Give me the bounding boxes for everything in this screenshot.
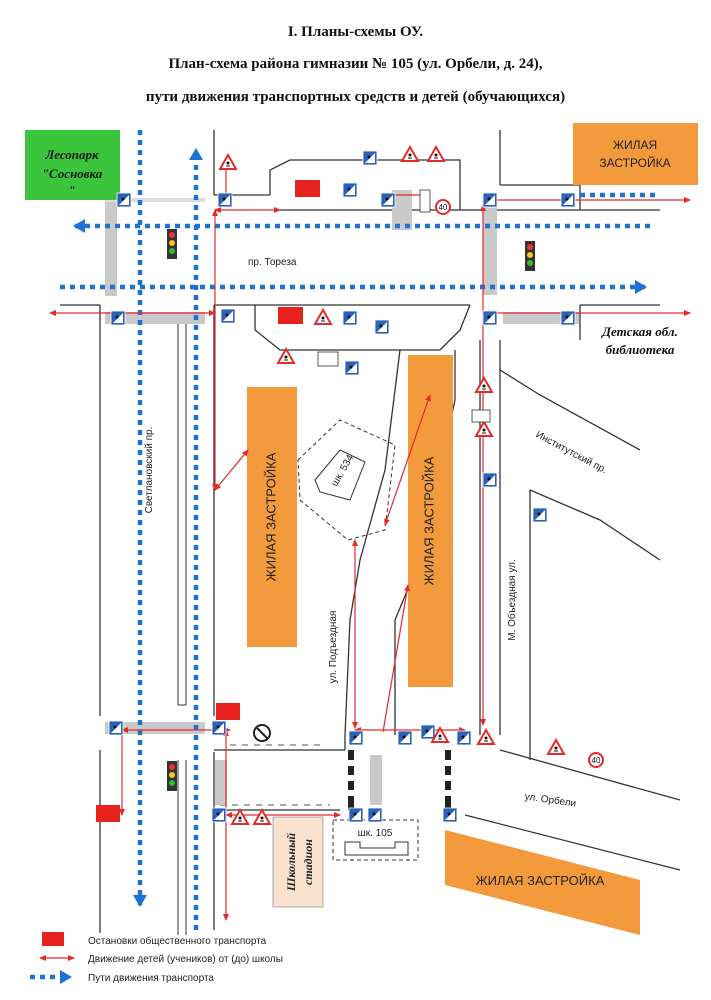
bus-stop-toreza-south (278, 307, 303, 324)
speed-limit-sign-2: 40 (588, 752, 604, 768)
crosswalk-sign-icon (342, 310, 358, 326)
traffic-light-2 (525, 241, 535, 271)
crosswalk-sign-icon (380, 192, 396, 208)
crosswalk-sign-icon (362, 150, 378, 166)
housing-middle-label: ЖИЛАЯ ЗАСТРОЙКА (421, 456, 436, 585)
traffic-light-3 (167, 761, 177, 791)
crosswalk-sign-icon (420, 724, 436, 740)
transport-routes (60, 130, 655, 930)
park-sosnovka (25, 130, 120, 200)
crosswalk-sign-icon (220, 308, 236, 324)
school-105-label: шк. 105 (358, 828, 393, 839)
no-parking-sign (253, 724, 271, 742)
park-label-3: " (68, 183, 75, 198)
street-svetlanovsky: Светлановский пр. (144, 427, 155, 514)
legend: Остановки общественного транспорта Движе… (30, 932, 283, 984)
housing-top-right-label-1: ЖИЛАЯ (613, 138, 657, 152)
park-label-1: Лесопарк (44, 147, 99, 162)
children-routes (49, 160, 691, 921)
crosswalk-sign-icon (211, 720, 227, 736)
street-institutsky: Институтский пр. (534, 429, 609, 476)
crosswalk-sign-icon (217, 192, 233, 208)
bus-stop-svetlanovsky-west (96, 805, 120, 822)
children-route-4 (214, 449, 249, 491)
children-route-11 (384, 394, 431, 526)
children-warning-sign-icon (231, 809, 249, 825)
crosswalk-sign-icon (348, 807, 364, 823)
speed-limit-value: 40 (439, 203, 448, 212)
bus-stop-toreza-north (295, 180, 320, 197)
crosswalk-sign-icon (348, 730, 364, 746)
legend-transport-label: Пути движения транспорта (88, 973, 214, 984)
stadium-label-2: стадион (301, 839, 315, 885)
speed-limit-value: 40 (592, 756, 601, 765)
bus-icon (419, 189, 431, 213)
school-105-building (344, 841, 409, 856)
library-label-2: библиотека (606, 342, 675, 357)
crosswalk-sign-icon (342, 182, 358, 198)
crosswalk-sign-icon (110, 310, 126, 326)
title-line-3: пути движения транспортных средств и дет… (145, 89, 566, 105)
children-warning-sign-icon (219, 154, 237, 170)
housing-left (247, 387, 297, 647)
crosswalk-sign-icon (482, 192, 498, 208)
housing-bottom-right (445, 830, 640, 935)
road-markings (220, 744, 330, 806)
crosswalk-sign-icon (116, 192, 132, 208)
street-orbeli: ул. Орбели (524, 790, 577, 809)
crosswalk-sign-icon (532, 507, 548, 523)
housing-bottom-right-label: ЖИЛАЯ ЗАСТРОЙКА (476, 873, 605, 888)
legend-bus-stop-label: Остановки общественного транспорта (88, 935, 267, 947)
crosswalk-sign-icon (560, 192, 576, 208)
park-label-2: "Сосновка (42, 166, 103, 181)
bus-icons (317, 189, 491, 423)
crosswalk-sign-icon (482, 472, 498, 488)
title-line-1: I. Планы-схемы ОУ. (287, 24, 424, 40)
school-534-building (314, 449, 366, 501)
crosswalk-sign-icon (397, 730, 413, 746)
bus-stop-svetlanovsky-east (216, 703, 240, 720)
crosswalk-sign-icon (374, 319, 390, 335)
street-m-obezdnaya: М. Объездная ул. (506, 559, 518, 641)
crosswalk-sign-icon (442, 807, 458, 823)
school-534-area (297, 419, 396, 541)
housing-top-right (573, 123, 698, 185)
title-line-2: План-схема района гимназии № 105 (ул. Ор… (168, 56, 543, 72)
traffic-barriers (348, 750, 451, 810)
crosswalk-sign-icon (211, 807, 227, 823)
children-warning-sign-icon (547, 739, 565, 755)
bus-stops (96, 180, 320, 822)
stadium-label-1: Школьный (284, 833, 298, 892)
housing-left-label: ЖИЛАЯ ЗАСТРОЙКА (263, 452, 278, 581)
crosswalk-sign-icon (560, 310, 576, 326)
children-warning-sign-icon (427, 146, 445, 162)
children-warning-sign-icon (277, 348, 295, 364)
speed-limit-sign-1: 40 (435, 199, 451, 215)
bus-icon (471, 409, 491, 423)
pedestrian-crossing-signs (108, 150, 576, 823)
library-label-1: Детская обл. (601, 324, 678, 339)
school-stadium (272, 816, 324, 908)
legend-children-label: Движение детей (учеников) от (до) школы (88, 954, 283, 965)
street-podezdnaya: ул. Подъездная (328, 611, 339, 684)
street-toreza: пр. Тореза (248, 257, 297, 268)
legend-bus-stop-swatch (42, 932, 64, 946)
children-warning-sign-icon (475, 421, 493, 437)
bus-icon (317, 351, 339, 367)
children-warning-sign-icon (475, 377, 493, 393)
housing-top-right-label-2: ЗАСТРОЙКА (599, 155, 670, 170)
crosswalk-sign-icon (456, 730, 472, 746)
crosswalk-sign-icon (367, 807, 383, 823)
crosswalk-sign-icon (344, 360, 360, 376)
children-route-10 (382, 584, 410, 733)
children-warning-sign-icon (401, 146, 419, 162)
children-warning-sign-icon (253, 809, 271, 825)
school-105-area (332, 819, 419, 861)
traffic-light-1 (167, 229, 177, 259)
children-warning-sign-icon (314, 309, 332, 325)
crosswalk-sign-icon (482, 310, 498, 326)
crosswalk-sign-icon (108, 720, 124, 736)
